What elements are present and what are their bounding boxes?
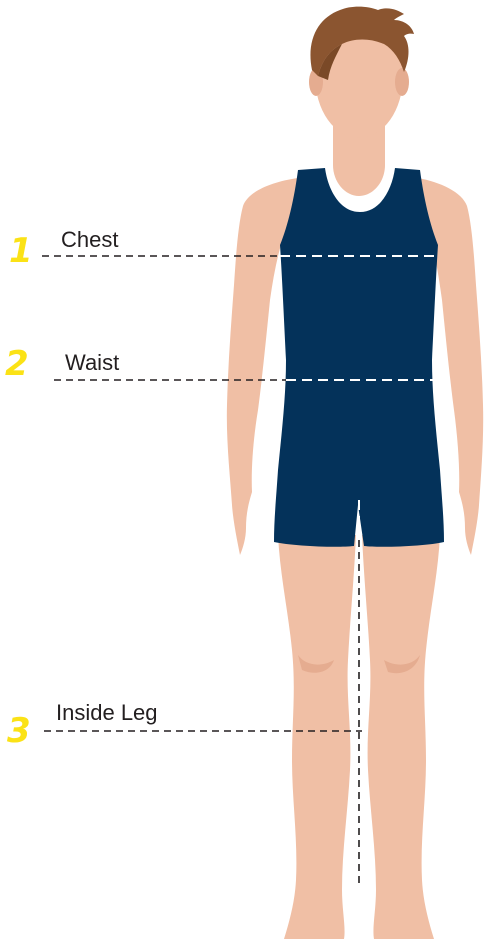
measurement-number-3: 3 [7,711,31,751]
right-ear [395,68,409,96]
left-leg [278,535,356,939]
waist-label: Waist [65,350,119,376]
measurement-number-2: 2 [5,344,29,384]
right-leg [362,535,440,939]
inside-leg-label: Inside Leg [56,700,158,726]
bodysuit-icon [274,168,444,547]
measurement-number-1: 1 [9,231,33,271]
chest-label: Chest [61,227,118,253]
